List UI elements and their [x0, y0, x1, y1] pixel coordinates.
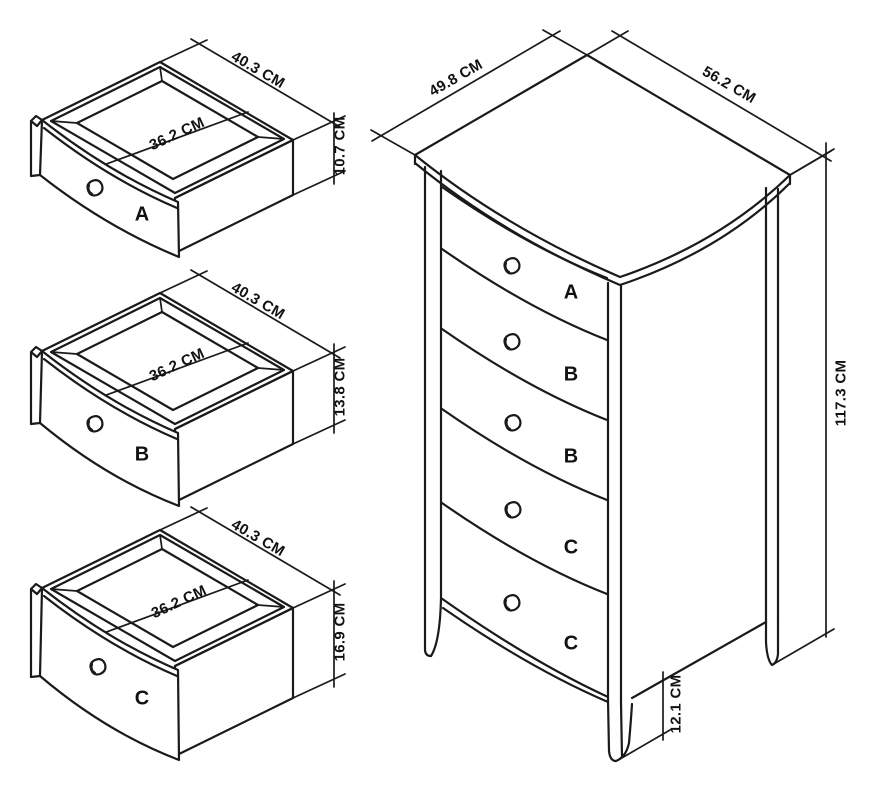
drawer-b-diagram — [29, 269, 346, 508]
cabinet-drawer-separators — [440, 185, 609, 596]
drawer-b-floor — [75, 310, 260, 412]
cabinet-knob-b1-icon — [503, 333, 521, 351]
drawer-a-right-side — [173, 138, 295, 255]
drawer-a-knob-icon — [86, 179, 104, 197]
drawer-a-width-dim-lines — [159, 38, 346, 141]
cabinet-back-leg — [764, 617, 780, 667]
cabinet-knob-c1-icon — [504, 501, 522, 519]
cabinet-bottom-rail — [439, 596, 610, 704]
drawer-a-height-dim: 10.7 CM — [331, 116, 349, 176]
cabinet-top-surface — [413, 53, 792, 279]
drawer-b-panel-lip — [42, 357, 179, 441]
drawer-c-inner-rim — [49, 533, 286, 663]
cabinet-height-dim: 117.3 CM — [832, 359, 850, 427]
drawer-b-label: B — [134, 443, 150, 466]
drawer-b-height-dim: 13.8 CM — [331, 357, 349, 417]
drawer-c-knob-icon — [89, 657, 107, 676]
cabinet-knob-b2-icon — [504, 414, 522, 432]
drawer-b-width-dim-lines — [159, 269, 346, 372]
cabinet-drawer-1-label: A — [563, 281, 579, 304]
cabinet-drawer-2-label: B — [563, 363, 579, 386]
drawer-c-height-dim: 16.9 CM — [331, 602, 349, 662]
drawer-b-wall-seams — [50, 297, 285, 371]
drawer-b-rim — [40, 291, 295, 431]
drawer-b-inner-rim — [49, 296, 286, 426]
cabinet-side-bottom-edge — [630, 620, 768, 700]
drawer-a-inner-dim-line — [89, 111, 249, 171]
drawer-b-knob-icon — [86, 415, 104, 433]
cabinet-depth-dim-lines — [370, 29, 588, 156]
cabinet-knob-a-icon — [503, 257, 521, 275]
cabinet-top-edge — [413, 153, 792, 287]
drawer-a-rim — [40, 60, 295, 200]
drawer-a-height-dim-lines — [292, 112, 346, 196]
drawer-c-wall-seams — [50, 534, 285, 608]
drawer-c-panel-lip — [42, 594, 179, 678]
cabinet-right-leg — [606, 698, 634, 763]
drawer-c-floor — [75, 547, 260, 649]
drawer-c-diagram — [29, 506, 346, 762]
drawer-a-diagram — [29, 38, 346, 259]
drawer-c-panel-end-cap — [29, 582, 44, 679]
cabinet-height-dim-lines — [771, 142, 835, 666]
cabinet-left-leg — [429, 596, 443, 658]
drawer-b-height-dim-lines — [292, 343, 346, 445]
cabinet-drawer-4-label: C — [563, 536, 579, 559]
cabinet-knob-c2-icon — [503, 593, 521, 612]
drawer-c-right-side — [173, 606, 295, 758]
drawer-b-panel-end-cap — [29, 345, 44, 426]
cabinet-diagram — [370, 29, 835, 763]
drawer-a-wall-seams — [50, 66, 285, 140]
drawer-a-floor — [75, 79, 260, 181]
drawer-c-rim — [40, 528, 295, 668]
drawer-c-label: C — [134, 687, 150, 710]
drawer-c-inner-dim-line — [89, 579, 249, 639]
drawer-c-height-dim-lines — [292, 580, 346, 699]
cabinet-drawer-3-label: B — [563, 445, 579, 468]
drawer-a-label: A — [134, 203, 150, 226]
cabinet-leg-clearance-dim: 12.1 CM — [667, 674, 685, 734]
cabinet-left-stile — [423, 165, 443, 658]
drawer-a-front-panel — [38, 118, 181, 259]
drawer-c-width-dim-lines — [159, 506, 346, 609]
cabinet-clearance-dim-lines — [619, 671, 671, 760]
cabinet-back-post — [764, 186, 780, 624]
cabinet-drawer-5-label: C — [563, 632, 579, 655]
drawer-a-inner-rim — [49, 65, 286, 195]
drawer-a-panel-lip — [42, 126, 179, 210]
drawer-b-front-panel — [38, 349, 181, 508]
drawer-c-front-panel — [38, 586, 181, 762]
drawer-b-inner-dim-line — [89, 342, 249, 402]
drawer-a-panel-end-cap — [29, 114, 44, 178]
cabinet-right-stile — [606, 281, 623, 705]
drawer-b-right-side — [173, 369, 295, 504]
